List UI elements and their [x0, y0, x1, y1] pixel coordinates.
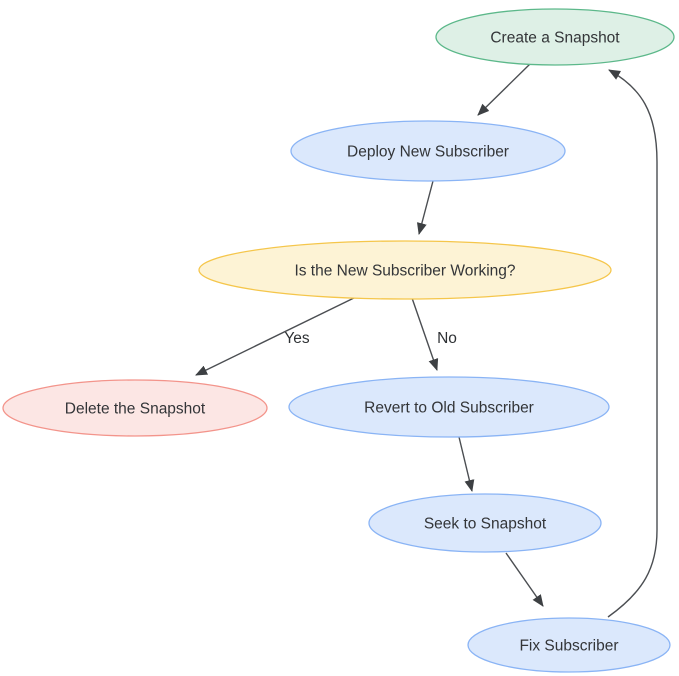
- edge-seek-to-fix: [505, 552, 544, 607]
- node-create-snapshot-shape: [435, 8, 675, 66]
- edge-create-to-deploy: [477, 62, 532, 116]
- edge-fix-to-create-return: [607, 69, 658, 618]
- node-delete-snapshot-shape: [2, 379, 268, 437]
- node-seek-to-snapshot-label: Seek to Snapshot: [424, 516, 547, 533]
- node-create-snapshot-label: Create a Snapshot: [490, 30, 620, 47]
- edge-working-to-delete-yes: [195, 295, 359, 376]
- node-delete-snapshot-label: Delete the Snapshot: [65, 401, 206, 418]
- node-fix-subscriber-shape: [467, 617, 671, 673]
- edge-label-yes: Yes: [284, 330, 310, 347]
- node-fix-subscriber: Fix Subscriber: [467, 617, 671, 673]
- node-seek-to-snapshot-shape: [368, 493, 602, 553]
- node-delete-snapshot: Delete the Snapshot: [2, 379, 268, 437]
- edge-deploy-to-working: [416, 180, 434, 235]
- node-is-subscriber-working-shape: [198, 240, 612, 300]
- node-is-subscriber-working: Is the New Subscriber Working?: [198, 240, 612, 300]
- node-is-subscriber-working-label: Is the New Subscriber Working?: [294, 263, 515, 280]
- node-deploy-new-subscriber-shape: [290, 120, 566, 182]
- node-fix-subscriber-label: Fix Subscriber: [519, 638, 618, 655]
- edge-revert-to-seek: [458, 436, 475, 492]
- node-deploy-new-subscriber-label: Deploy New Subscriber: [347, 144, 509, 161]
- node-deploy-new-subscriber: Deploy New Subscriber: [290, 120, 566, 182]
- edge-group: [195, 62, 658, 618]
- node-seek-to-snapshot: Seek to Snapshot: [368, 493, 602, 553]
- node-create-snapshot: Create a Snapshot: [435, 8, 675, 66]
- edge-label-group: Yes No: [284, 330, 457, 347]
- node-revert-old-subscriber-shape: [288, 376, 610, 438]
- node-revert-old-subscriber: Revert to Old Subscriber: [288, 376, 610, 438]
- node-revert-old-subscriber-label: Revert to Old Subscriber: [364, 400, 534, 417]
- edge-label-no: No: [437, 330, 457, 347]
- edge-working-to-revert-no: [411, 297, 439, 371]
